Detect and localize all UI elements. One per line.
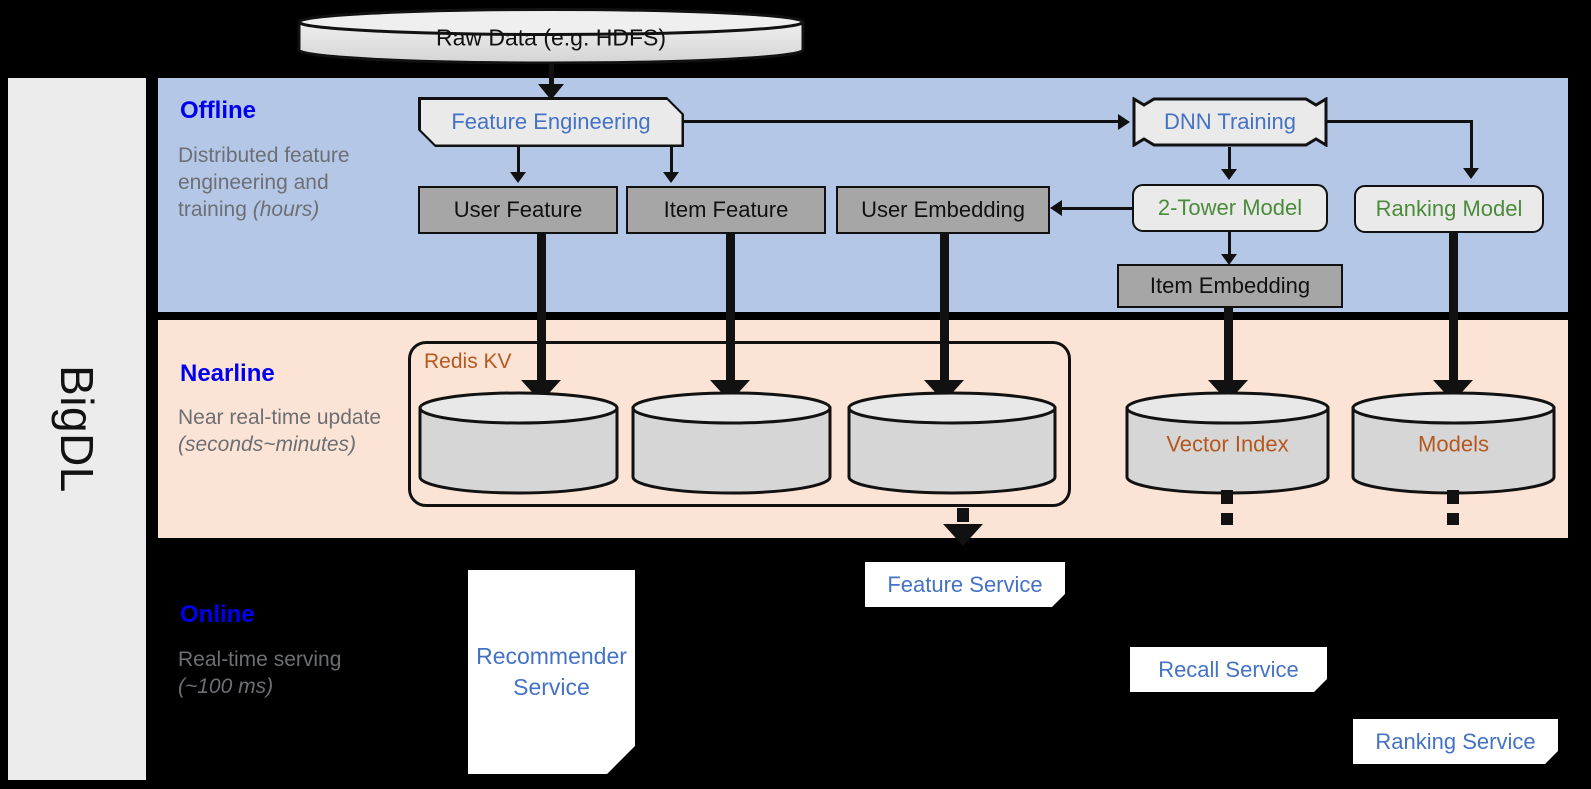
redis-kv-label: Redis KV — [424, 350, 512, 373]
user-feature-store-cylinder[interactable] — [417, 390, 620, 495]
connector-twotower-itemembedding — [1228, 232, 1231, 256]
dashed-models-1 — [1447, 490, 1459, 504]
connector-dnn-twotower — [1228, 147, 1231, 171]
nearline-subtitle: Near real-time update (seconds~minutes) — [178, 406, 382, 456]
vector-index-cylinder[interactable]: Vector Index — [1124, 390, 1331, 495]
recommender-service-label: Recommender Service — [476, 642, 627, 700]
connector-fe-dnn — [684, 120, 1118, 123]
bigdl-label: BigDL — [50, 365, 103, 493]
recall-service-label: Recall Service — [1158, 656, 1299, 682]
two-tower-model-label: 2-Tower Model — [1157, 195, 1303, 220]
cylinder-shape — [1125, 391, 1330, 495]
feature-engineering-inner: Feature Engineering — [421, 100, 682, 145]
user-feature-node[interactable]: User Feature — [418, 186, 618, 234]
dashed-models-2 — [1447, 513, 1459, 525]
online-title: Online — [180, 601, 255, 628]
redis-kv-container — [408, 341, 1071, 507]
feature-engineering-label: Feature Engineering — [451, 109, 651, 134]
item-embedding-node[interactable]: Item Embedding — [1117, 264, 1343, 308]
connector-dnn-ranking-h — [1326, 120, 1472, 123]
dashed-vectorindex-1 — [1221, 490, 1233, 504]
offline-title: Offline — [180, 97, 256, 124]
connector-fe-userfeature — [517, 147, 520, 175]
arrowhead-dnn-twotower — [1221, 169, 1237, 180]
arrowhead-rawdata-fe — [538, 84, 564, 100]
ranking-service-card[interactable]: Ranking Service — [1353, 719, 1558, 764]
cylinder-shape — [631, 391, 832, 495]
arrowhead-fe-itemfeature — [663, 172, 679, 183]
connector-rankingmodel-models — [1449, 233, 1458, 384]
user-embedding-node[interactable]: User Embedding — [836, 186, 1050, 234]
connector-userfeature-store — [537, 234, 546, 384]
cylinder-shape — [297, 8, 805, 64]
ranking-model-node[interactable]: Ranking Model — [1354, 185, 1544, 233]
cylinder-shape — [1351, 391, 1556, 495]
user-embedding-label: User Embedding — [861, 197, 1025, 222]
feature-service-card[interactable]: Feature Service — [865, 562, 1065, 607]
dashed-redis-featureservice — [957, 508, 969, 522]
arrowhead-fe-dnn — [1118, 114, 1130, 130]
arrowhead-dnn-ranking — [1463, 168, 1479, 179]
arrowhead-fe-userfeature — [510, 172, 526, 183]
connector-rawdata-fe — [549, 64, 554, 86]
connector-twotower-userembedding — [1062, 207, 1134, 210]
bigdl-sidebar: BigDL — [8, 78, 146, 780]
item-embedding-label: Item Embedding — [1149, 273, 1311, 298]
nearline-title: Nearline — [180, 360, 275, 387]
dashed-vectorindex-2 — [1221, 513, 1233, 525]
online-band — [158, 546, 1568, 789]
cylinder-shape — [847, 391, 1057, 495]
ranking-model-label: Ranking Model — [1375, 196, 1523, 221]
arrowhead-redis-featureservice — [943, 524, 983, 546]
feature-engineering-node[interactable]: Feature Engineering — [418, 97, 684, 147]
connector-userembedding-store — [940, 234, 949, 384]
recommender-service-card[interactable]: Recommender Service — [468, 570, 635, 774]
ranking-service-label: Ranking Service — [1375, 728, 1536, 754]
two-tower-model-node[interactable]: 2-Tower Model — [1132, 184, 1328, 232]
cylinder-shape — [418, 391, 619, 495]
arrowhead-twotower-itemembedding — [1221, 254, 1237, 265]
notched-shape — [1132, 97, 1328, 147]
online-subtitle: Real-time serving (~100 ms) — [178, 648, 342, 698]
models-cylinder[interactable]: Models — [1350, 390, 1557, 495]
recall-service-card[interactable]: Recall Service — [1130, 647, 1327, 692]
connector-itemembedding-vectorindex — [1224, 308, 1233, 384]
connector-itemfeature-store — [726, 234, 735, 384]
connector-fe-itemfeature — [670, 147, 673, 175]
user-embedding-store-cylinder[interactable] — [846, 390, 1058, 495]
item-feature-store-cylinder[interactable] — [630, 390, 833, 495]
feature-service-label: Feature Service — [887, 571, 1043, 597]
item-feature-label: Item Feature — [663, 197, 789, 222]
arrowhead-twotower-userembedding — [1050, 200, 1062, 216]
dnn-training-node[interactable]: DNN Training — [1132, 97, 1328, 147]
offline-subtitle: Distributed feature engineering and trai… — [178, 144, 350, 221]
item-feature-node[interactable]: Item Feature — [626, 186, 826, 234]
connector-dnn-ranking-v — [1470, 120, 1473, 170]
user-feature-label: User Feature — [453, 197, 583, 222]
raw-data-cylinder: Raw Data (e.g. HDFS) — [296, 8, 806, 64]
